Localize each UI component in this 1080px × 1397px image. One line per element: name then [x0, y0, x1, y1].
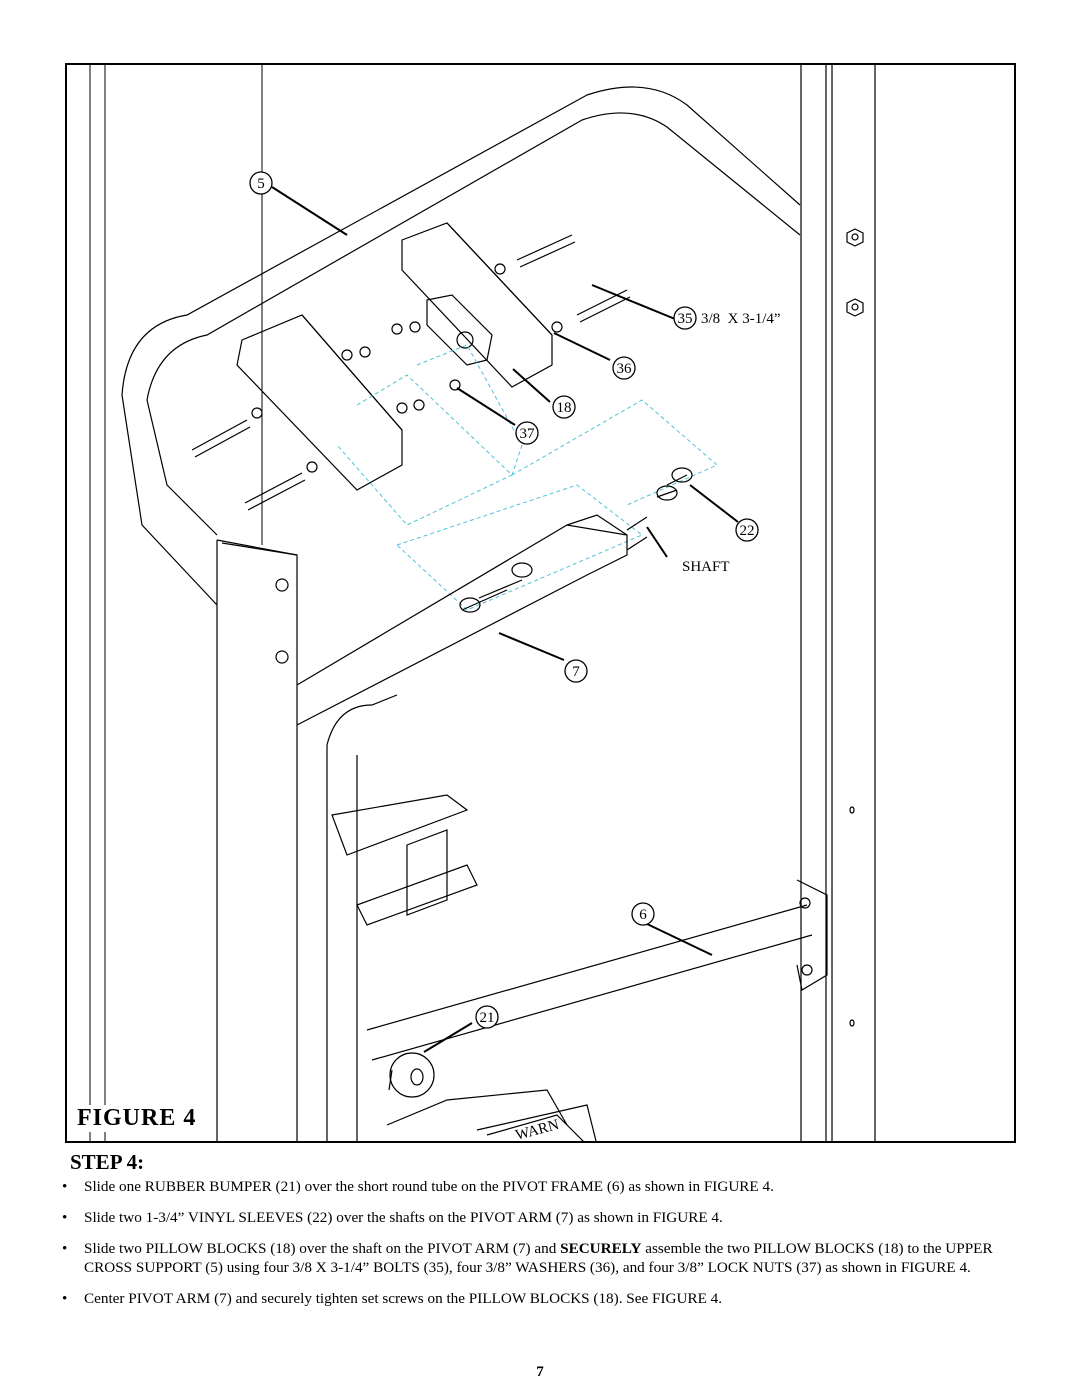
mounting-blocks [236, 222, 553, 491]
callout-35: 35 [673, 306, 697, 330]
instruction-text: Center PIVOT ARM (7) and securely tighte… [84, 1290, 723, 1307]
pivot-frame [216, 539, 584, 1141]
page-number: 7 [536, 1364, 544, 1380]
shaft-label: SHAFT [682, 559, 730, 575]
figure-4-diagram: WARN 5 35 3/8 X 3-1/4” [65, 63, 1016, 1143]
instruction-text: assemble the two PILLOW BLOCKS (18) to t… [84, 1240, 993, 1276]
left-upright-frame [89, 65, 263, 1141]
leader-lines [271, 186, 739, 1053]
callout-6: 6 [631, 902, 655, 926]
svg-text:22: 22 [740, 523, 755, 539]
svg-text:5: 5 [257, 176, 265, 192]
assembly-drawing: WARN 5 35 3/8 X 3-1/4” [89, 65, 876, 1141]
svg-text:7: 7 [572, 664, 580, 680]
callout-22: 22 [735, 518, 759, 542]
instruction-text: Slide two PILLOW BLOCKS (18) over the sh… [84, 1240, 561, 1257]
pivot-arm [296, 467, 693, 726]
callout-37: 37 [515, 421, 539, 445]
bolt-size-label: 3/8 X 3-1/4” [701, 311, 781, 327]
right-upright-frame [800, 65, 876, 1141]
step-heading: STEP 4: [70, 1150, 145, 1174]
pivot-frame-crossbar [366, 879, 828, 1061]
bolts-35 [191, 234, 631, 511]
svg-text:37: 37 [520, 426, 536, 442]
svg-text:6: 6 [639, 907, 647, 923]
svg-text:36: 36 [617, 361, 633, 377]
instruction-item: Slide one RUBBER BUMPER (21) over the sh… [62, 1177, 1022, 1196]
callout-18: 18 [552, 395, 576, 419]
instruction-list: Slide one RUBBER BUMPER (21) over the sh… [62, 1177, 1022, 1320]
figure-title: FIGURE 4 [73, 1105, 201, 1132]
svg-text:21: 21 [480, 1010, 495, 1026]
instruction-item: Center PIVOT ARM (7) and securely tighte… [62, 1289, 1022, 1308]
instruction-item: Slide two PILLOW BLOCKS (18) over the sh… [62, 1239, 1022, 1277]
instruction-item: Slide two 1-3/4” VINYL SLEEVES (22) over… [62, 1208, 1022, 1227]
callout-5: 5 [249, 171, 273, 195]
instruction-emphasis: SECURELY [560, 1240, 642, 1257]
instruction-text: Slide one RUBBER BUMPER (21) over the sh… [84, 1178, 774, 1195]
alignment-guides [336, 344, 718, 611]
instruction-text: Slide two 1-3/4” VINYL SLEEVES (22) over… [84, 1209, 723, 1226]
callout-36: 36 [612, 356, 636, 380]
svg-text:18: 18 [557, 400, 572, 416]
callout-21: 21 [475, 1005, 499, 1029]
callout-7: 7 [564, 659, 588, 683]
svg-text:35: 35 [678, 311, 693, 327]
upper-cross-support [121, 86, 801, 606]
callouts: 5 35 3/8 X 3-1/4” 36 18 37 22 [249, 171, 781, 1029]
rubber-bumper [388, 1052, 435, 1098]
